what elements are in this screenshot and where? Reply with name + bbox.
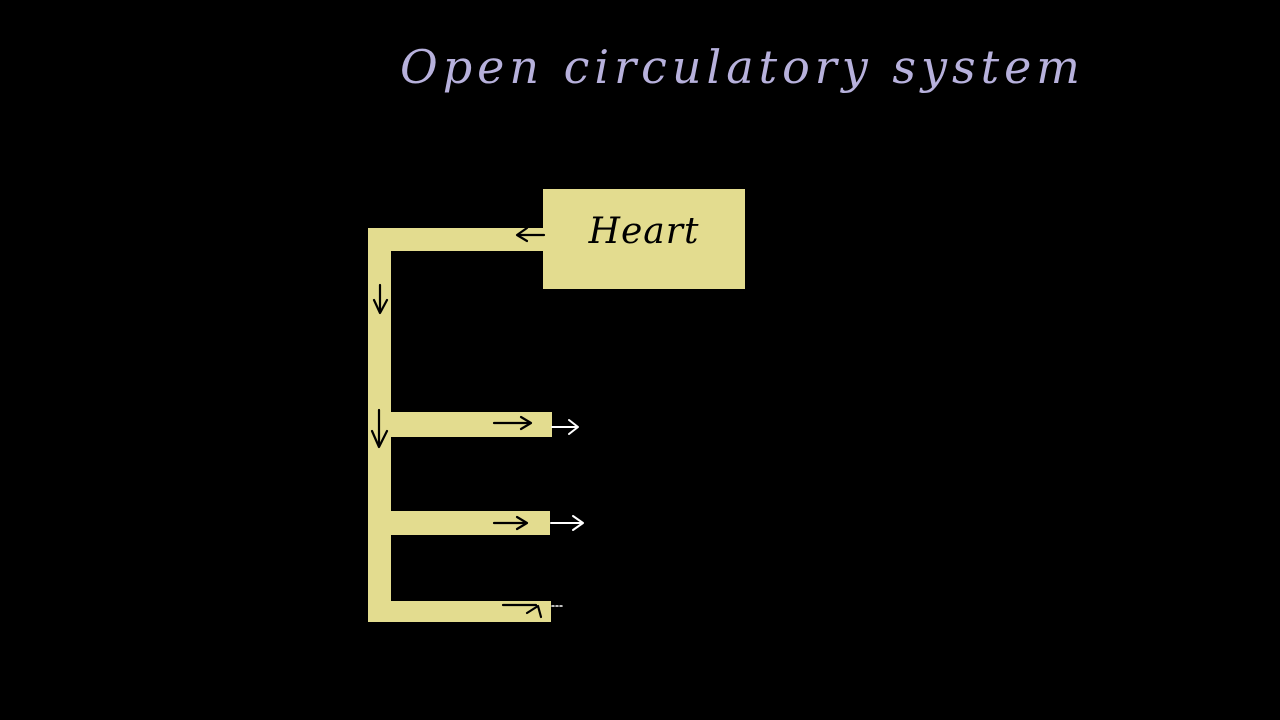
outflow-arrow-1-icon — [551, 419, 579, 435]
vessel-branch-3 — [391, 601, 551, 622]
arrow-right-branch-2-icon — [492, 515, 529, 531]
outflow-arrow-2-icon — [550, 515, 584, 531]
heart-box — [543, 189, 745, 289]
arrow-down-2-icon — [370, 408, 389, 449]
arrow-right-branch-1-icon — [492, 415, 533, 431]
arrow-down-1-icon — [372, 283, 389, 315]
vessel-branch-1 — [391, 412, 552, 437]
heart-label: Heart — [588, 211, 700, 252]
arrow-left-from-heart-icon — [515, 226, 546, 243]
page-title: Open circulatory system — [400, 40, 1085, 94]
vessel-top-horizontal — [368, 228, 546, 251]
arrow-right-branch-3-icon — [501, 603, 543, 619]
